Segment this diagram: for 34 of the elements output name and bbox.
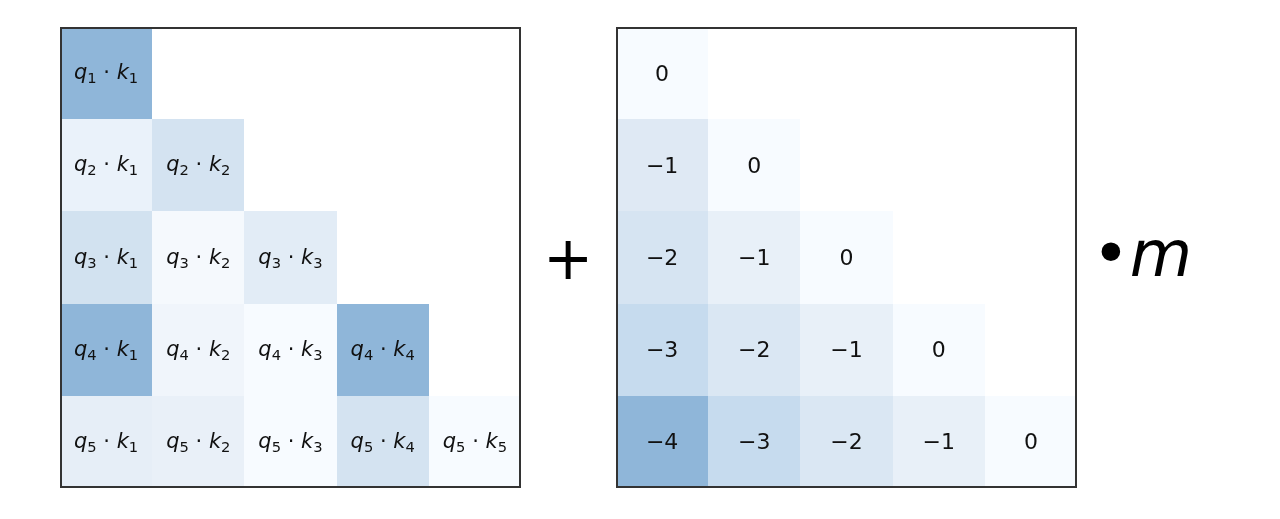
matrix-cell: q$_{4}$ · k$_{1}$: [60, 303, 153, 396]
matrix-cell: −3: [616, 303, 709, 396]
matrix-cell: −3: [708, 395, 801, 488]
matrix-frame: [60, 27, 521, 488]
matrix-cell: q$_{5}$ · k$_{5}$: [428, 395, 521, 488]
plus-sign: +: [543, 228, 594, 288]
matrix-cell: q$_{5}$ · k$_{3}$: [244, 395, 337, 488]
matrix-cell: q$_{4}$ · k$_{3}$: [244, 303, 337, 396]
matrix-cell: q$_{1}$ · k$_{1}$: [60, 27, 153, 120]
matrix-cell: q$_{3}$ · k$_{3}$: [244, 211, 337, 304]
matrix-cell: 0: [984, 395, 1077, 488]
matrix-cell: −4: [616, 395, 709, 488]
matrix-cell: q$_{2}$ · k$_{2}$: [152, 119, 245, 212]
matrix-cell: −1: [800, 303, 893, 396]
matrix-frame: [616, 27, 1077, 488]
matrix-cell: −1: [708, 211, 801, 304]
matrix-cell: −1: [616, 119, 709, 212]
matrix-cell: −2: [616, 211, 709, 304]
matrix-cell: q$_{3}$ · k$_{1}$: [60, 211, 153, 304]
matrix-cell: 0: [892, 303, 985, 396]
matrix-cell: 0: [616, 27, 709, 120]
matrix-cell: q$_{4}$ · k$_{2}$: [152, 303, 245, 396]
matrix-cell: −1: [892, 395, 985, 488]
matrix-cell: q$_{2}$ · k$_{1}$: [60, 119, 153, 212]
matrix-cell: q$_{5}$ · k$_{4}$: [336, 395, 429, 488]
matrix-cell: q$_{5}$ · k$_{2}$: [152, 395, 245, 488]
matrix-cell: q$_{5}$ · k$_{1}$: [60, 395, 153, 488]
matrix-cell: q$_{3}$ · k$_{2}$: [152, 211, 245, 304]
matrix-cell: 0: [708, 119, 801, 212]
matrix-cell: q$_{4}$ · k$_{4}$: [336, 303, 429, 396]
matrix-cell: 0: [800, 211, 893, 304]
matrix-cell: −2: [800, 395, 893, 488]
matrix-cell: −2: [708, 303, 801, 396]
scalar-label: •m: [1092, 222, 1193, 286]
